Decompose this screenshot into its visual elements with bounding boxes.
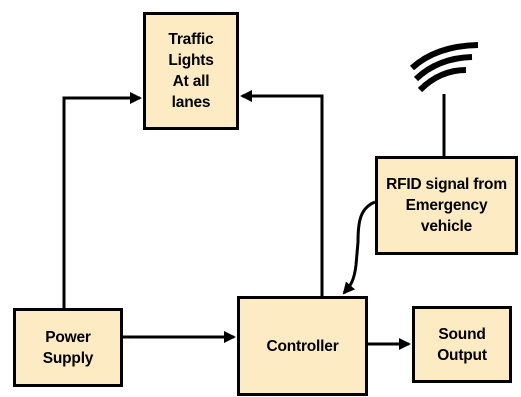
controller-box: Controller (237, 296, 368, 396)
wireless-signal-icon (409, 42, 479, 93)
rfid-signal-box: RFID signal from Emergency vehicle (375, 156, 518, 255)
edge-controller-to-traffic (240, 90, 324, 296)
sound-output-box: Sound Output (412, 306, 512, 383)
sound-output-label: Sound Output (437, 325, 487, 364)
controller-label: Controller (266, 337, 339, 355)
power-supply-label: Power Supply (42, 328, 94, 367)
edge-rfid-to-controller (342, 200, 376, 295)
edge-power-to-traffic (62, 92, 142, 308)
traffic-lights-box: Traffic Lights At all lanes (143, 12, 239, 130)
power-supply-box: Power Supply (13, 308, 123, 387)
rfid-signal-label: RFID signal from Emergency vehicle (386, 176, 507, 235)
traffic-lights-label: Traffic Lights At all lanes (168, 31, 214, 111)
